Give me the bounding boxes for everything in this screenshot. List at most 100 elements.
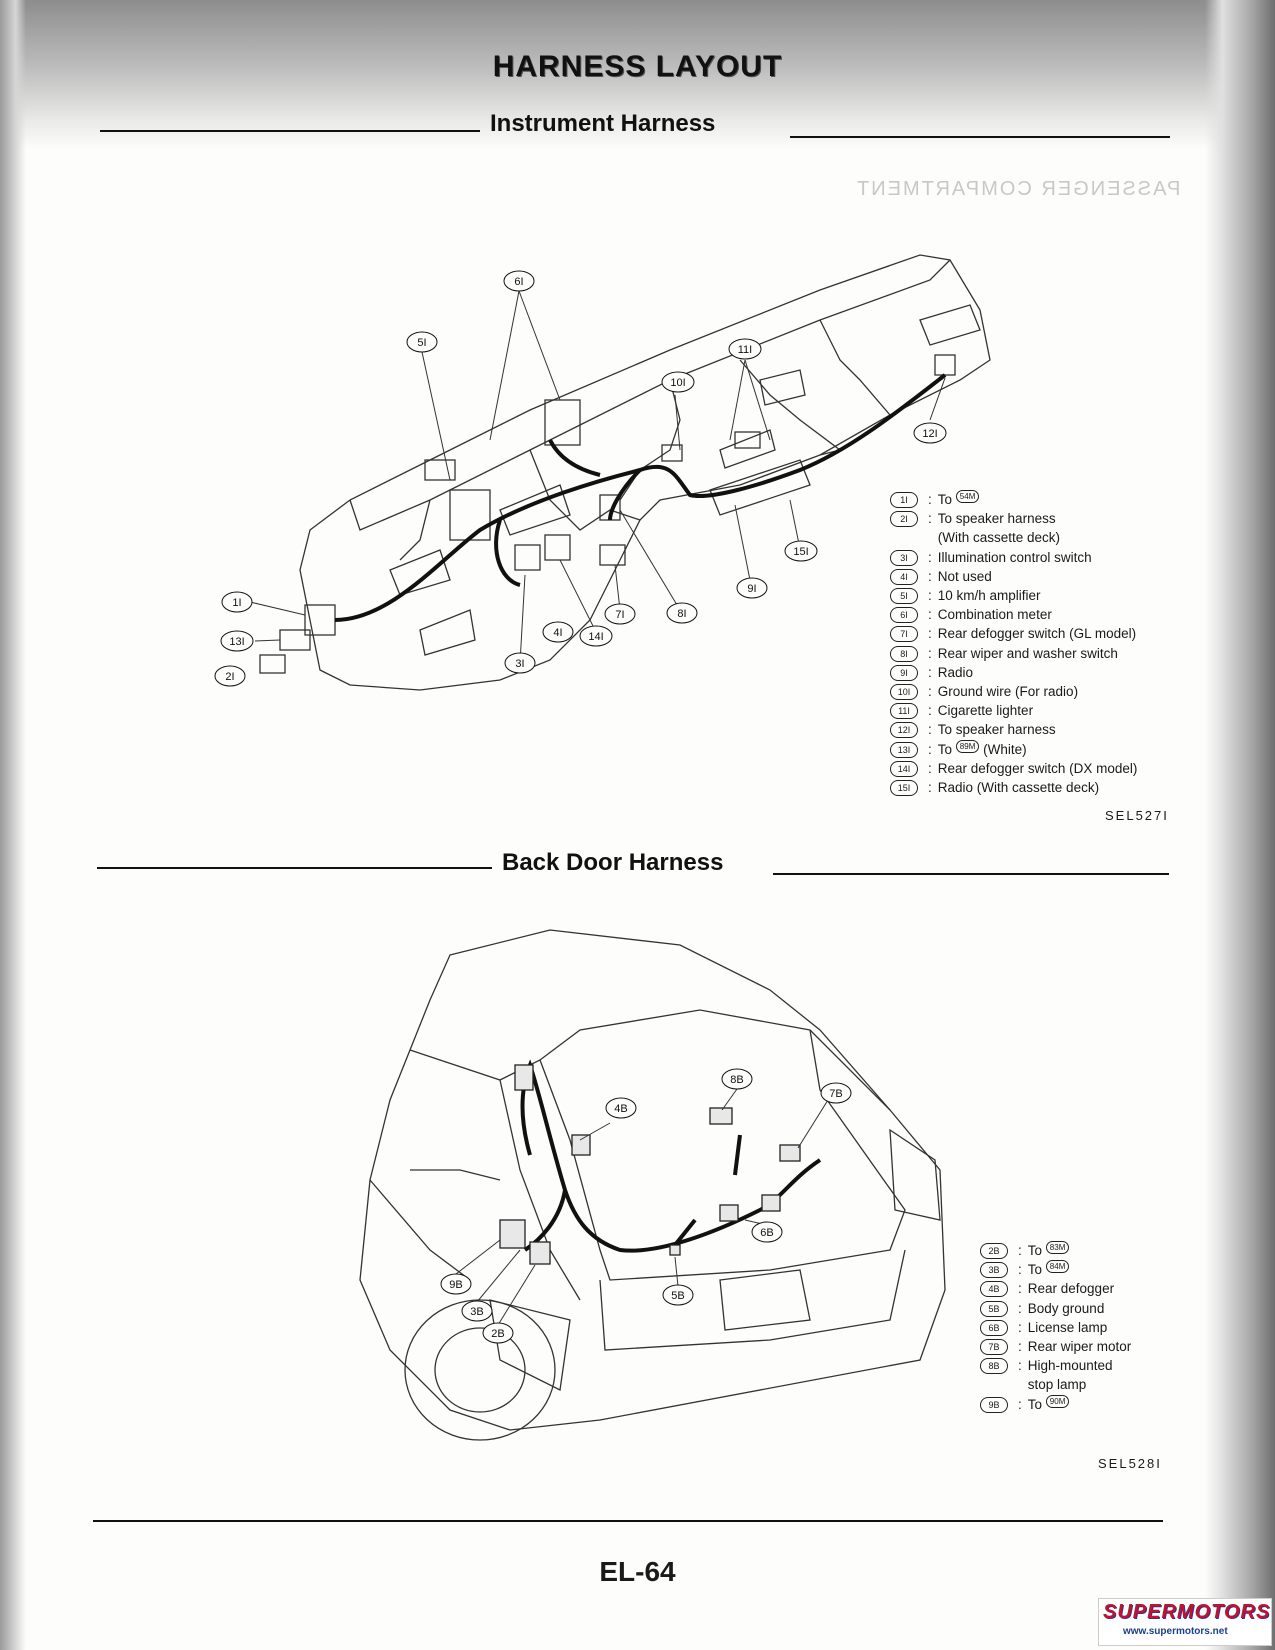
- callout-2I-label: 2I: [225, 671, 234, 683]
- legend-desc: Radio: [937, 664, 974, 680]
- legend-code: 9I: [890, 664, 918, 681]
- callout-4I: 4I: [542, 621, 574, 643]
- legend-desc: To: [1027, 1396, 1043, 1412]
- callout-9I: 9I: [736, 577, 768, 599]
- legend-code: 3B: [980, 1262, 1008, 1279]
- legend-code: 6I: [890, 607, 918, 624]
- legend-code: 7I: [890, 626, 918, 643]
- supermotors-logo: SUPERMOTORS www.supermotors.net: [1098, 1598, 1272, 1646]
- legend-row: 8I:Rear wiper and washer switch: [890, 644, 1137, 663]
- legend-desc: To: [1027, 1262, 1043, 1278]
- instrument-figure-code: SEL527I: [1105, 808, 1169, 823]
- legend-row: 9B:To 90M: [980, 1394, 1131, 1414]
- callout-9B: 9B: [440, 1273, 472, 1295]
- legend-code: 2B: [980, 1243, 1008, 1259]
- legend-code: 7B: [980, 1339, 1008, 1356]
- legend-desc: To speaker harness: [937, 722, 1056, 738]
- callout-12I: 12I: [913, 422, 947, 444]
- legend-desc: Rear wiper and washer switch: [937, 645, 1118, 661]
- legend-row: 13I:To 89M (White): [890, 739, 1137, 759]
- callout-5I-label: 5I: [417, 337, 426, 349]
- footer-rule: [93, 1520, 1163, 1522]
- callout-3I-label: 3I: [515, 658, 524, 670]
- legend-row: 5B:Body ground: [980, 1299, 1131, 1318]
- legend-suffix: (White): [983, 741, 1027, 757]
- page-number: EL-64: [599, 1556, 676, 1587]
- legend-code: 4I: [890, 568, 918, 585]
- legend-desc: To: [937, 492, 953, 507]
- callout-8B: 8B: [721, 1068, 753, 1090]
- connector-ref: 89M: [955, 739, 980, 753]
- legend-desc: Illumination control switch: [937, 549, 1092, 565]
- scan-shadow-left: [0, 0, 26, 1650]
- legend-desc: Radio (With cassette deck): [937, 780, 1100, 796]
- page-title: HARNESS LAYOUT: [492, 50, 783, 83]
- callout-5B: 5B: [662, 1284, 694, 1306]
- legend-row: 4B:Rear defogger: [980, 1279, 1131, 1298]
- callout-7B: 7B: [820, 1082, 852, 1104]
- callout-3B-label: 3B: [470, 1306, 483, 1318]
- legend-code: 8I: [890, 645, 918, 662]
- legend-desc: Rear wiper motor: [1027, 1339, 1132, 1355]
- legend-code: 3I: [890, 549, 918, 566]
- callout-7B-label: 7B: [829, 1088, 842, 1100]
- callout-8B-label: 8B: [730, 1074, 743, 1086]
- callout-14I: 14I: [579, 625, 613, 647]
- logo-brand: SUPERMOTORS: [1103, 1601, 1271, 1623]
- callout-15I: 15I: [784, 540, 818, 562]
- callout-9B-label: 9B: [449, 1279, 462, 1291]
- callout-9I-label: 9I: [747, 583, 756, 595]
- backdoor-section-title: Back Door Harness: [502, 849, 724, 876]
- legend-desc: To speaker harness (With cassette deck): [937, 511, 1061, 546]
- scan-shadow-top: [0, 0, 1275, 150]
- legend-desc: 10 km/h amplifier: [937, 588, 1041, 604]
- legend-code: 5I: [890, 588, 918, 605]
- legend-row: 14I:Rear defogger switch (DX model): [890, 759, 1137, 778]
- legend-code: 14I: [890, 760, 918, 777]
- legend-code: 13I: [890, 741, 918, 758]
- legend-row: 7I:Rear defogger switch (GL model): [890, 624, 1137, 643]
- legend-code: 4B: [980, 1281, 1008, 1298]
- legend-code: 1I: [890, 492, 918, 508]
- legend-desc: To: [937, 741, 953, 757]
- legend-desc: License lamp: [1027, 1319, 1108, 1335]
- callout-7I-label: 7I: [615, 609, 624, 621]
- legend-code: 6B: [980, 1319, 1008, 1336]
- legend-code: 5B: [980, 1300, 1008, 1317]
- legend-row: 7B:Rear wiper motor: [980, 1337, 1131, 1356]
- section-rule-left: [100, 130, 480, 132]
- legend-row: 4I:Not used: [890, 567, 1137, 586]
- callout-14I-label: 14I: [588, 631, 603, 643]
- ghost-bleed-text: PASSENGER COMPARTMENT: [855, 178, 1181, 200]
- section-rule-right: [790, 136, 1170, 138]
- logo-url: www.supermotors.net: [1123, 1626, 1228, 1637]
- callout-1I-label: 1I: [232, 597, 241, 609]
- callout-10I: 10I: [661, 371, 695, 393]
- section-rule-left: [97, 867, 492, 869]
- backdoor-harness-diagram: 2B 3B 4B 5B 6B 7B 8B 9B: [359, 929, 946, 1441]
- legend-desc: Rear defogger switch (GL model): [937, 626, 1137, 642]
- legend-code: 11I: [890, 703, 918, 720]
- callout-13I-label: 13I: [229, 636, 244, 648]
- legend-desc: Cigarette lighter: [937, 703, 1034, 719]
- callout-13I: 13I: [220, 630, 254, 652]
- legend-desc: Body ground: [1027, 1300, 1105, 1316]
- callout-8I-label: 8I: [677, 608, 686, 620]
- callout-3I: 3I: [504, 652, 536, 674]
- legend-row: 3B:To 84M: [980, 1260, 1131, 1279]
- callout-15I-label: 15I: [793, 546, 808, 558]
- callout-5B-label: 5B: [671, 1290, 684, 1302]
- connector-ref: 54M: [955, 490, 980, 503]
- callout-12I-label: 12I: [922, 428, 937, 440]
- legend-row: 1I:To 54M: [890, 490, 1137, 509]
- legend-row: 6B:License lamp: [980, 1318, 1131, 1337]
- legend-row: 3I:Illumination control switch: [890, 548, 1137, 567]
- legend-code: 10I: [890, 684, 918, 701]
- legend-desc: To: [1027, 1243, 1043, 1258]
- callout-4B: 4B: [605, 1097, 637, 1119]
- callout-5I: 5I: [406, 331, 438, 353]
- legend-row: 8B:High-mounted stop lamp: [980, 1356, 1131, 1394]
- legend-row: 12I:To speaker harness: [890, 720, 1137, 739]
- instrument-legend: 1I:To 54M 2I:To speaker harness (With ca…: [890, 490, 1137, 797]
- callout-3B: 3B: [461, 1300, 493, 1322]
